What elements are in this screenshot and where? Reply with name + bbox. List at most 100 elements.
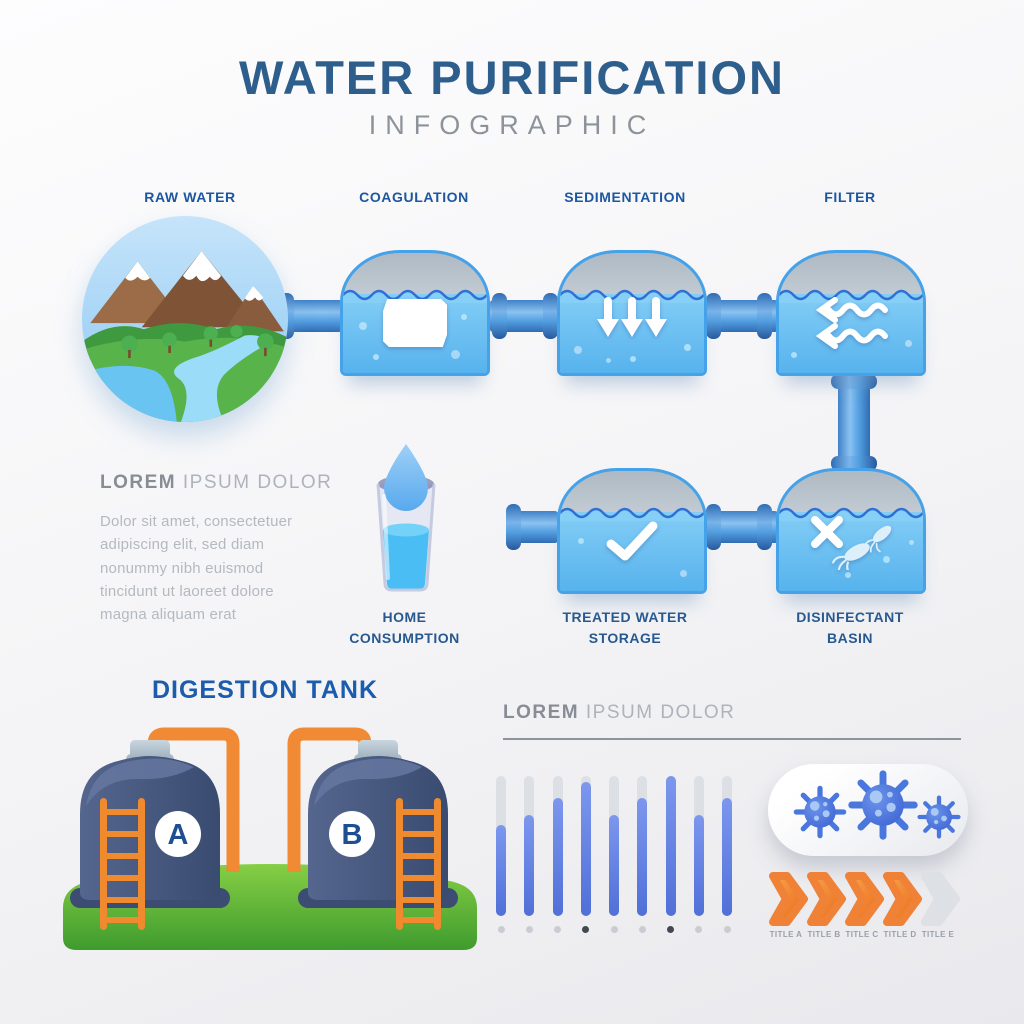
pipe-flange xyxy=(543,293,558,339)
bar-fill xyxy=(722,798,732,916)
chevron-step: TITLE C xyxy=(842,870,884,939)
coagulation-tank xyxy=(340,250,490,376)
bar-fill xyxy=(580,781,591,916)
lorem-heading-bold: LOREM xyxy=(100,472,177,493)
chevron-arrow-icon xyxy=(883,872,922,926)
bubble xyxy=(791,351,797,358)
ladder-icon xyxy=(396,798,441,930)
chevron-step-label: TITLE B xyxy=(807,930,841,939)
digestion-tank-b: B xyxy=(298,740,458,930)
bar-track xyxy=(552,776,563,916)
virus-icon xyxy=(848,770,918,840)
home-consumption-illustration xyxy=(358,438,454,598)
bubble xyxy=(373,353,379,360)
stats-heading-light: IPSUM DOLOR xyxy=(579,702,736,723)
digestion-tanks-illustration: A B xyxy=(63,727,477,950)
page-title: WATER PURIFICATION xyxy=(238,51,785,104)
dot xyxy=(610,926,618,933)
chevron-step-label: TITLE D xyxy=(883,930,917,939)
treated-water-storage-tank xyxy=(557,468,707,594)
virus-icon xyxy=(917,795,961,839)
sedimentation-tank xyxy=(557,250,707,376)
label-disinfectant-basin: DISINFECTANT BASIN xyxy=(796,609,904,646)
down-arrows-icon xyxy=(597,296,667,337)
bubble xyxy=(606,357,611,363)
bar-track xyxy=(609,776,619,916)
chevron-step: TITLE B xyxy=(804,870,846,939)
check-icon xyxy=(606,521,658,561)
wave-line xyxy=(560,507,704,521)
ladder-icon xyxy=(100,798,145,930)
dot-active xyxy=(667,926,674,933)
chevron-step: TITLE E xyxy=(918,870,960,939)
digestion-tank-scene: A B xyxy=(55,712,485,960)
bubble xyxy=(359,321,367,330)
chevron-step-label: TITLE E xyxy=(921,930,955,939)
bar-fill xyxy=(693,815,704,916)
bubble xyxy=(578,537,584,544)
bubble xyxy=(883,555,890,563)
pipe-flange xyxy=(706,293,721,339)
bar-fill xyxy=(524,815,535,916)
digestion-tank-title: DIGESTION TANK xyxy=(151,676,379,704)
dot xyxy=(695,926,703,933)
stage-label-raw-water: RAW WATER xyxy=(144,189,236,205)
bar-track xyxy=(693,776,704,916)
chevron-arrow-icon xyxy=(845,872,884,926)
chevron-step-label: TITLE C xyxy=(845,930,879,939)
bar-chart xyxy=(496,776,732,916)
bubble xyxy=(684,343,691,351)
dot xyxy=(554,926,561,933)
stage-label-sedimentation: SEDIMENTATION xyxy=(564,189,686,205)
wave-line xyxy=(779,289,923,303)
dot xyxy=(497,926,505,933)
dot xyxy=(723,926,731,933)
bar-track xyxy=(496,776,506,916)
pipe-flange xyxy=(706,504,721,550)
bar-track xyxy=(722,776,732,916)
bubble xyxy=(905,339,912,347)
wave-line xyxy=(343,289,487,303)
bubble xyxy=(630,355,636,362)
tank-a-letter: A xyxy=(168,819,189,851)
bubble xyxy=(680,569,687,577)
pipe-flange xyxy=(831,456,877,471)
pipe-flange xyxy=(492,293,507,339)
lorem-heading: LOREM IPSUM DOLOR xyxy=(100,472,332,494)
bar-fill xyxy=(665,776,676,916)
bubble xyxy=(574,345,582,354)
bubble xyxy=(909,539,914,545)
bubble xyxy=(461,313,467,320)
pipe-flange xyxy=(757,504,772,550)
page-subtitle: INFOGRAPHIC xyxy=(368,110,656,140)
chevron-step: TITLE D xyxy=(880,870,922,939)
stage-label-filter: FILTER xyxy=(824,189,876,205)
stage-label-coagulation: COAGULATION xyxy=(359,189,469,205)
chevron-step: TITLE A xyxy=(766,870,808,939)
disinfectant-basin-tank xyxy=(776,468,926,594)
dot xyxy=(638,926,646,933)
bar-fill xyxy=(637,798,648,916)
divider-line xyxy=(503,738,961,740)
lorem-body-text: Dolor sit amet, consectetuer adipiscing … xyxy=(100,513,293,623)
pipe-flange xyxy=(757,293,772,339)
bar-track xyxy=(637,776,648,916)
bubble xyxy=(845,571,851,578)
chevron-arrow-icon xyxy=(921,872,960,926)
bar-track xyxy=(580,776,591,916)
dot-active xyxy=(582,926,590,933)
bar-fill xyxy=(552,798,563,916)
chevron-steps: TITLE A TITLE B TITLE C TITLE D TITLE E xyxy=(766,870,960,939)
chevron-step-label: TITLE A xyxy=(769,930,803,939)
pipe-raw-to-coagulation xyxy=(286,300,342,332)
chevron-arrow-icon xyxy=(769,872,808,926)
bar-fill xyxy=(496,825,506,916)
bar-track xyxy=(524,776,535,916)
tank-b-letter: B xyxy=(342,819,363,851)
pipe-flange xyxy=(506,504,521,550)
bar-fill xyxy=(609,815,619,916)
water-glass-drop-icon xyxy=(376,444,436,592)
recycle-arrows-icon xyxy=(383,298,447,347)
pipe-flange xyxy=(831,374,877,389)
x-bacteria-icon xyxy=(811,515,892,570)
